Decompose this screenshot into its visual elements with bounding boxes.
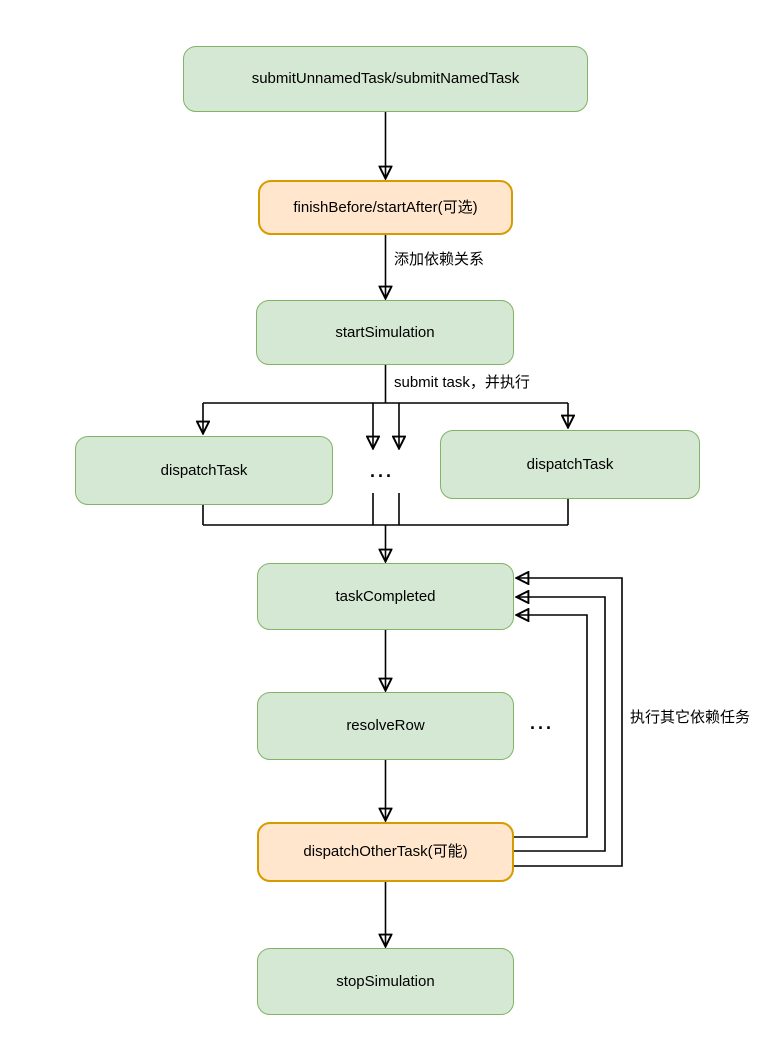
- node-label: dispatchTask: [160, 461, 248, 479]
- node-label: resolveRow: [346, 717, 425, 734]
- arrow-loop-middle: [514, 597, 606, 852]
- node-label: stopSimulation: [336, 972, 435, 990]
- node-finish-before-start-after: finishBefore/startAfter(可选): [258, 180, 513, 235]
- node-dispatch-task-left: dispatchTask: [75, 436, 333, 505]
- node-start-simulation: startSimulation: [256, 300, 514, 365]
- ellipsis-resolve: ...: [530, 713, 555, 733]
- node-label: submitUnnamedTask/submitNamedTask: [251, 70, 520, 87]
- node-resolve-row: resolveRow: [257, 692, 514, 760]
- node-label: finishBefore/startAfter(可选): [293, 198, 478, 216]
- node-label: dispatchOtherTask(可能): [303, 843, 468, 860]
- node-label: dispatchTask: [526, 455, 614, 473]
- edge-label-add-dependency: 添加依赖关系: [392, 251, 487, 269]
- edge-label-execute-other-dependent: 执行其它依赖任务: [628, 709, 753, 727]
- node-label: taskCompleted: [335, 587, 436, 605]
- node-task-completed: taskCompleted: [257, 563, 514, 630]
- ellipsis-branches: ...: [370, 461, 395, 481]
- edge-label-submit-and-execute: submit task，并执行: [392, 374, 532, 392]
- node-stop-simulation: stopSimulation: [257, 948, 514, 1015]
- node-submit-unnamed-task: submitUnnamedTask/submitNamedTask: [183, 46, 588, 112]
- node-label: startSimulation: [335, 323, 435, 341]
- node-dispatch-task-right: dispatchTask: [440, 430, 700, 499]
- node-dispatch-other-task: dispatchOtherTask(可能): [257, 822, 514, 882]
